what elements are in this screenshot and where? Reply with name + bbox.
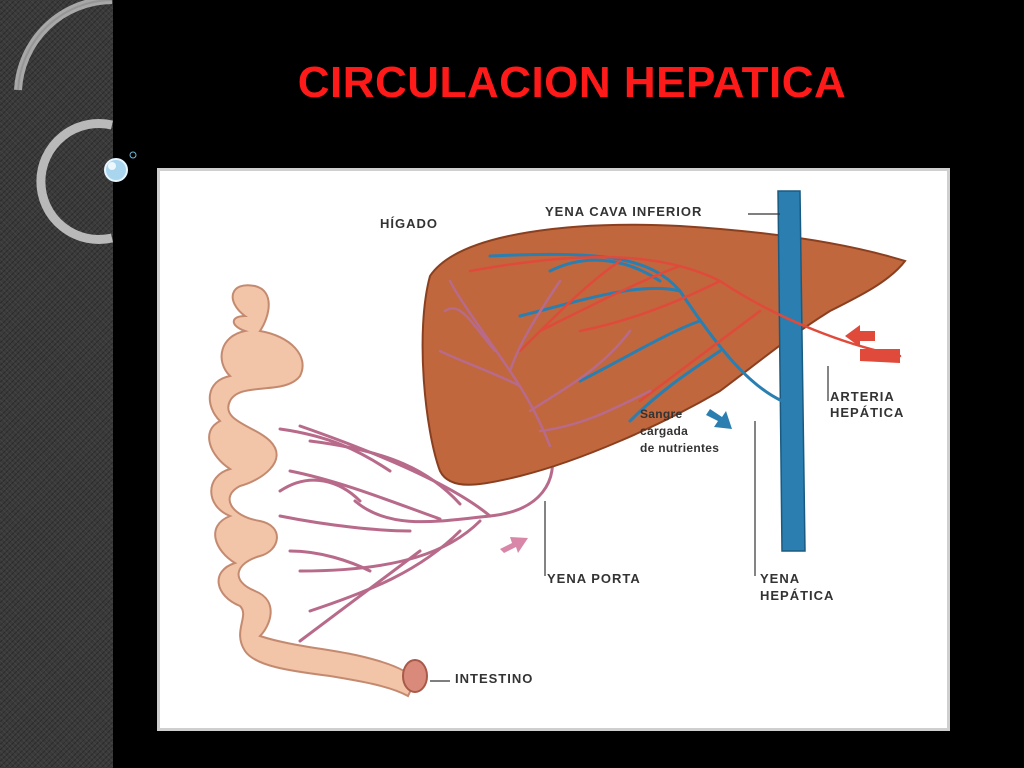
- leader-lines: [430, 213, 829, 682]
- decorative-rings: [14, 0, 137, 244]
- hepatic-artery: [468, 255, 902, 403]
- nutrients-arrow-icon: [706, 409, 732, 429]
- intestine-opening: [402, 659, 428, 693]
- label-sangre-line3: de nutrientes: [640, 441, 720, 455]
- slide-title: CIRCULACION HEPATICA: [297, 58, 847, 107]
- label-higado: HÍGADO: [380, 216, 438, 231]
- label-vena-hepatica-line1: YENA: [760, 571, 801, 586]
- label-vena-cava-inferior: YENA CAVA INFERIOR: [545, 204, 703, 219]
- portal-vein-branches: [438, 279, 652, 448]
- label-arteria-hepatica-line2: HEPÁTICA: [830, 405, 905, 420]
- label-sangre-line1: Sangre: [640, 407, 683, 421]
- portal-arrow-icon: [500, 537, 528, 553]
- inferior-vena-cava: [777, 190, 806, 552]
- label-vena-hepatica-line2: HEPÁTICA: [760, 588, 835, 603]
- mesenteric-veins: [278, 424, 554, 643]
- intestine: [208, 284, 417, 698]
- diagram-drawing: [208, 190, 907, 698]
- arteria-hepatica-vessel: [860, 349, 900, 363]
- label-intestino: INTESTINO: [455, 671, 534, 686]
- label-vena-porta: YENA PORTA: [547, 571, 641, 586]
- label-sangre-line2: cargada: [640, 424, 689, 438]
- label-arteria-hepatica-line1: ARTERIA: [830, 389, 895, 404]
- hepatic-circulation-diagram: HÍGADO YENA CAVA INFERIOR ARTERIA HEPÁTI…: [157, 168, 950, 731]
- arteria-arrow-icon: [845, 325, 875, 347]
